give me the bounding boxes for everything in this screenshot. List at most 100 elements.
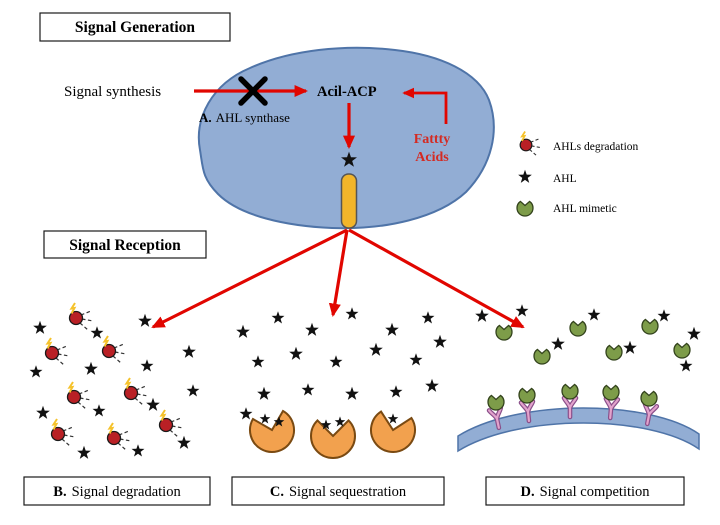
ahl-mimetic-icon: [518, 387, 536, 404]
ahl-mimetic-icon: [487, 394, 505, 411]
ahl-star-icon: [551, 336, 565, 350]
legend-item-degradation: AHLs degradation: [519, 130, 639, 157]
ahl-star-icon: [77, 445, 91, 459]
legend-item-ahl: AHL: [518, 169, 577, 185]
signal-generation-section: Signal Generation Signal synthesis Acil-…: [39, 12, 495, 230]
ahl-star-icon: [140, 359, 154, 372]
ahl-star-icon: [387, 413, 399, 424]
ahl-degradation-icon: [123, 377, 149, 406]
ahl-star-icon: [36, 405, 50, 419]
ahl-star-icon: [33, 320, 47, 334]
sequestration-pacman: [245, 408, 300, 458]
ahl-mimetic-icon: [561, 383, 579, 400]
ahl-star-icon: [259, 413, 271, 424]
ahl-degradation-icon: [519, 130, 543, 157]
acil-acp-label: Acil-ACP: [317, 84, 377, 100]
ahl-star-icon: [271, 311, 285, 324]
legend-label: AHL: [553, 173, 577, 185]
ahl-star-icon: [587, 308, 601, 321]
ahl-star-icon: [345, 307, 359, 320]
ahl-degradation-icon: [106, 422, 132, 451]
ahl-mimetic-icon: [640, 390, 658, 407]
ahl-degradation-icon: [101, 335, 127, 364]
ahl-mimetic-icon: [516, 200, 534, 217]
ahl-star-icon: [182, 344, 196, 358]
ahl-star-icon: [251, 355, 265, 368]
ahl-star-icon: [421, 311, 435, 324]
ahl-degradation-icon: [68, 302, 94, 331]
ahl-star-icon: [146, 397, 160, 411]
ahl-degradation-icon: [50, 418, 76, 447]
ahl-star-icon: [679, 359, 693, 372]
ahl-mimetic-icon: [602, 384, 620, 401]
signal-generation-title: Signal Generation: [75, 19, 196, 36]
ahl-mimetic-icon: [533, 348, 551, 365]
ahl-star-icon: [515, 304, 529, 317]
ahl-star-icon: [90, 326, 104, 339]
fatty-acids-label-line2: Acids: [415, 150, 449, 165]
signal-reception-section: Signal Reception: [43, 228, 525, 329]
ahl-star-icon: [518, 169, 532, 183]
ahl-star-icon: [389, 385, 403, 398]
ahl-star-icon: [177, 435, 191, 449]
panel-c-scatter: [236, 307, 447, 459]
ahl-mimetic-icon: [673, 342, 691, 359]
ahl-star-icon: [345, 386, 359, 400]
signal-synthesis-label: Signal synthesis: [64, 84, 161, 100]
ahl-star-icon: [623, 340, 637, 354]
signal-generation-box: [39, 12, 231, 42]
signal-reception-title: Signal Reception: [69, 237, 181, 254]
ahl-star-icon: [84, 361, 98, 375]
panel-d-scene: [457, 304, 701, 453]
ahl-degradation-icon: [44, 337, 70, 366]
ahl-degradation-icon: [66, 381, 92, 410]
signal-reception-box: [43, 230, 207, 259]
inhibition-x-mark: [238, 76, 268, 106]
legend: AHLs degradation AHL AHL mimetic: [516, 130, 639, 217]
ahl-star-icon: [138, 313, 152, 327]
ahl-star-icon: [257, 386, 271, 400]
fan-arrow-right: [348, 228, 525, 329]
ahl-mimetic-icon: [495, 324, 513, 341]
panel-c-label-box: [231, 476, 445, 506]
ahl-star-icon: [409, 353, 423, 366]
ahl-star-icon: [236, 324, 250, 338]
ahl-degradation-icon: [158, 409, 184, 438]
ahl-star-icon: [369, 342, 383, 356]
ahl-star-icon: [687, 326, 701, 340]
panel-d-label: D.Signal competition: [520, 484, 650, 500]
ahl-mimetic-icon: [569, 320, 587, 337]
ahl-star-icon: [29, 365, 43, 378]
cell-membrane: [457, 407, 700, 453]
ahl-star-icon: [239, 407, 253, 420]
ahl-star-icon: [425, 378, 439, 392]
legend-label: AHLs degradation: [553, 141, 639, 153]
fan-arrow-middle: [328, 229, 349, 317]
panel-d-label-box: [485, 476, 685, 506]
ahl-star-icon: [186, 384, 200, 397]
ahl-mimetic-icon: [605, 344, 623, 361]
ahl-star-icon: [433, 334, 447, 348]
ahl-star-icon: [385, 322, 399, 336]
ahl-star-icon: [92, 404, 106, 417]
ahl-star-icon: [657, 309, 671, 322]
ahl-star-icon: [289, 346, 303, 360]
panel-b-label-box: [23, 476, 211, 506]
ahl-star-icon: [305, 322, 319, 336]
fatty-acids-arrow: [402, 87, 448, 124]
fan-arrow-left: [151, 228, 348, 329]
legend-label: AHL mimetic: [553, 203, 617, 215]
panel-c-label: C.Signal sequestration: [270, 484, 407, 500]
panel-b-label: B.Signal degradation: [53, 484, 181, 500]
legend-item-mimetic: AHL mimetic: [516, 200, 617, 217]
membrane-channel: [340, 173, 358, 229]
ahl-star-icon: [131, 444, 145, 457]
ahl-star-icon: [329, 355, 343, 368]
ahl-synthase-label: A.AHL synthase: [199, 110, 290, 125]
ahl-star-icon: [301, 383, 315, 396]
sequestration-pacman: [310, 419, 356, 459]
ahl-star-icon: [475, 308, 489, 322]
panel-b-scatter: [29, 302, 200, 459]
